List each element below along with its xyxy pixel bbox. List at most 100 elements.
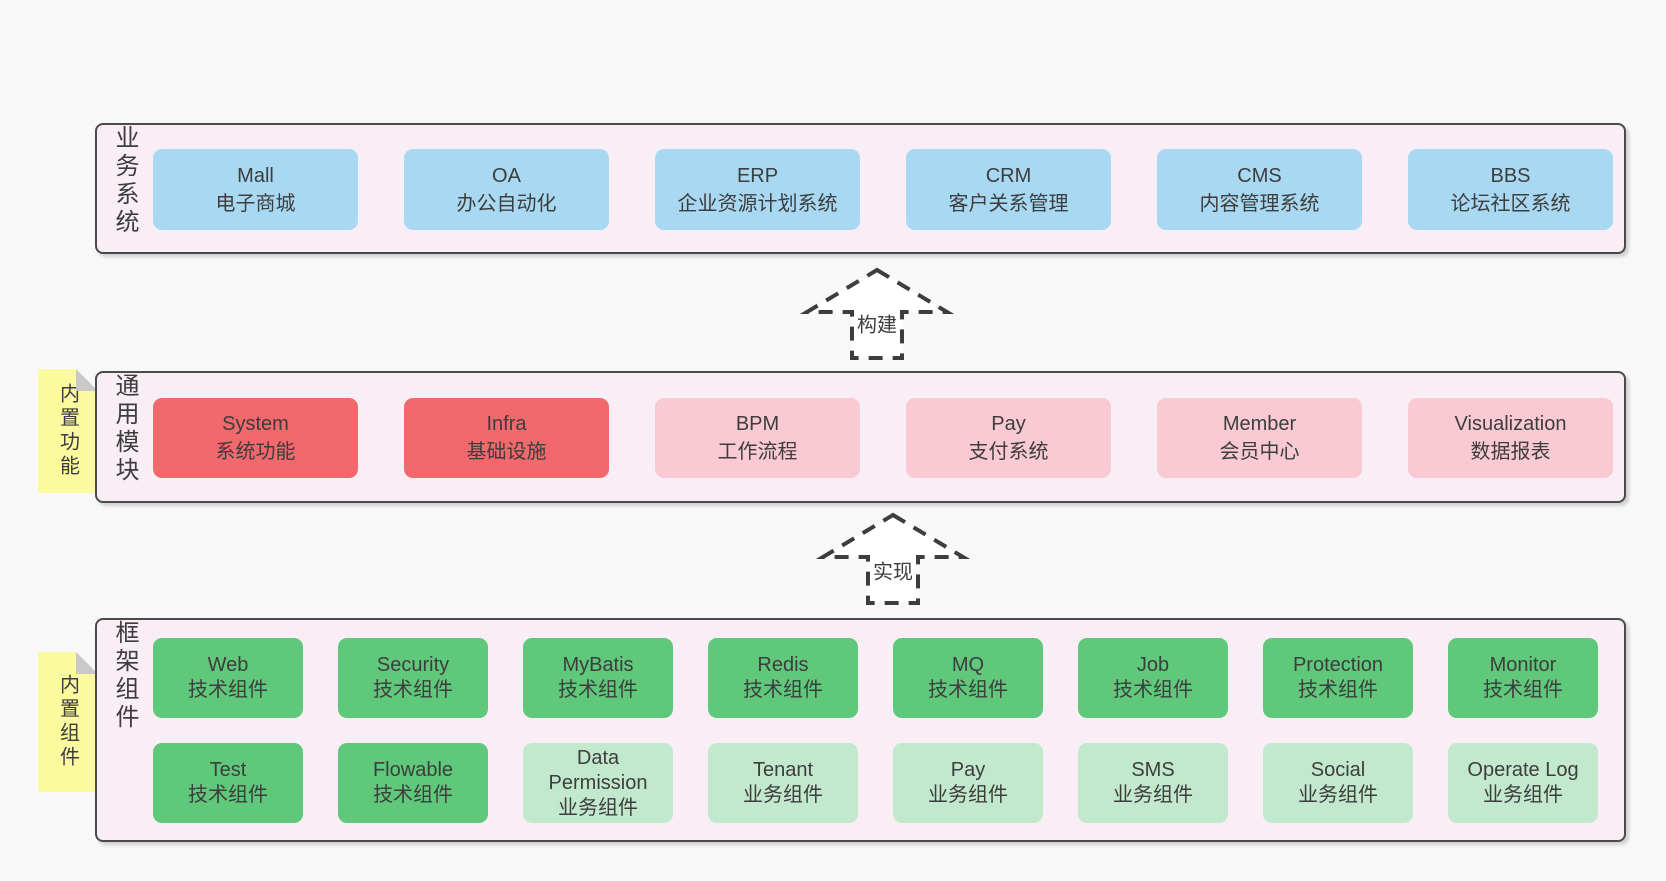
box-subtitle: 技术组件 [1483, 679, 1563, 701]
box-subtitle: 技术组件 [188, 679, 268, 701]
panel-side-label: 框架组件 [111, 620, 138, 732]
component-box-tenant: Tenant 业务组件 [708, 743, 858, 823]
box-name: Flowable [372, 759, 454, 781]
panel-business-systems: 业务系统 Mall 电子商城 OA 办公自动化 ERP 企业资源计划系统 CRM 客户关系管理… [95, 123, 1626, 254]
box-name: Test [209, 759, 247, 781]
box-subtitle: 业务组件 [1113, 784, 1193, 806]
box-name: Protection [1292, 654, 1384, 676]
box-name: Redis [757, 654, 809, 676]
box-grid: Mall 电子商城 OA 办公自动化 ERP 企业资源计划系统 CRM 客户关系管理 CMS 内容… [153, 149, 1613, 230]
box-subtitle: 技术组件 [928, 679, 1008, 701]
box-name: MQ [951, 654, 985, 676]
component-box-member: Member 会员中心 [1157, 398, 1362, 478]
box-subtitle: 企业资源计划系统 [677, 192, 838, 215]
component-box-mybatis: MyBatis 技术组件 [523, 638, 673, 718]
box-name: Social [1310, 759, 1366, 781]
box-row: System 系统功能 Infra 基础设施 BPM 工作流程 Pay 支付系统 Member 会… [153, 398, 1613, 478]
box-name: BBS [1490, 164, 1531, 187]
component-box-erp: ERP 企业资源计划系统 [655, 149, 860, 230]
box-name: OA [492, 164, 521, 187]
component-box-bbs: BBS 论坛社区系统 [1408, 149, 1613, 230]
sticky-tag-built-in-components: 内置组件 [38, 652, 98, 792]
component-box-bpm: BPM 工作流程 [655, 398, 860, 478]
arrow-label-build: 构建 [855, 308, 899, 338]
box-subtitle: 技术组件 [373, 679, 453, 701]
component-box-flowable: Flowable 技术组件 [338, 743, 488, 823]
component-box-cms: CMS 内容管理系统 [1157, 149, 1362, 230]
box-name: Pay [991, 413, 1026, 435]
box-subtitle: 技术组件 [743, 679, 823, 701]
box-subtitle: 客户关系管理 [948, 192, 1069, 215]
box-subtitle: 技术组件 [558, 679, 638, 701]
component-box-infra: Infra 基础设施 [404, 398, 609, 478]
component-box-operate-log: Operate Log 业务组件 [1448, 743, 1598, 823]
box-name: System [222, 413, 289, 435]
box-name: Infra [486, 413, 527, 435]
box-subtitle: 电子商城 [215, 192, 296, 215]
box-grid: System 系统功能 Infra 基础设施 BPM 工作流程 Pay 支付系统 Member 会… [153, 398, 1613, 478]
panel-side-label: 通用模块 [111, 373, 138, 485]
box-subtitle: 数据报表 [1470, 441, 1551, 463]
sticky-tag-built-in-features: 内置功能 [38, 369, 98, 493]
component-box-redis: Redis 技术组件 [708, 638, 858, 718]
box-subtitle: 技术组件 [1298, 679, 1378, 701]
component-box-mall: Mall 电子商城 [153, 149, 358, 230]
component-box-mq: MQ 技术组件 [893, 638, 1043, 718]
box-subtitle: 业务组件 [743, 784, 823, 806]
panel-side-label: 业务系统 [111, 125, 138, 237]
component-box-pay: Pay 业务组件 [893, 743, 1043, 823]
box-name: Data Permission [548, 746, 648, 794]
box-name: Security [376, 654, 450, 676]
box-subtitle: 技术组件 [373, 784, 453, 806]
box-name: CMS [1237, 164, 1282, 187]
component-box-job: Job 技术组件 [1078, 638, 1228, 718]
box-subtitle: 业务组件 [1483, 784, 1563, 806]
box-subtitle: 业务组件 [1298, 784, 1378, 806]
box-row: Mall 电子商城 OA 办公自动化 ERP 企业资源计划系统 CRM 客户关系管理 CMS 内容… [153, 149, 1613, 230]
sticky-tag-label: 内置功能 [56, 383, 79, 479]
box-name: Pay [950, 759, 986, 781]
sticky-tag-label: 内置组件 [56, 674, 79, 770]
box-subtitle: 业务组件 [928, 784, 1008, 806]
component-box-security: Security 技术组件 [338, 638, 488, 718]
box-subtitle: 办公自动化 [456, 192, 557, 215]
box-name: Mall [237, 164, 274, 187]
box-name: Web [207, 654, 249, 676]
arrow-label-implement: 实现 [871, 555, 915, 585]
box-subtitle: 技术组件 [188, 784, 268, 806]
box-name: Monitor [1489, 654, 1557, 676]
box-subtitle: 工作流程 [717, 441, 798, 463]
box-name: MyBatis [562, 654, 634, 676]
component-box-test: Test 技术组件 [153, 743, 303, 823]
component-box-sms: SMS 业务组件 [1078, 743, 1228, 823]
component-box-crm: CRM 客户关系管理 [906, 149, 1111, 230]
box-subtitle: 基础设施 [466, 441, 547, 463]
box-name: Job [1136, 654, 1170, 676]
box-name: Operate Log [1467, 759, 1579, 781]
component-box-web: Web 技术组件 [153, 638, 303, 718]
component-box-system: System 系统功能 [153, 398, 358, 478]
box-name: BPM [735, 413, 780, 435]
box-subtitle: 论坛社区系统 [1450, 192, 1571, 215]
component-box-monitor: Monitor 技术组件 [1448, 638, 1598, 718]
component-box-oa: OA 办公自动化 [404, 149, 609, 230]
box-subtitle: 业务组件 [558, 796, 638, 819]
box-name: ERP [736, 164, 779, 187]
panel-common-modules: 通用模块 System 系统功能 Infra 基础设施 BPM 工作流程 Pay 支付系统 Me… [95, 371, 1626, 503]
box-subtitle: 系统功能 [215, 441, 296, 463]
box-name: Tenant [752, 759, 814, 781]
box-subtitle: 内容管理系统 [1199, 192, 1320, 215]
box-subtitle: 支付系统 [968, 441, 1049, 463]
box-name: SMS [1131, 759, 1175, 781]
component-box-social: Social 业务组件 [1263, 743, 1413, 823]
component-box-protection: Protection 技术组件 [1263, 638, 1413, 718]
box-name: CRM [985, 164, 1032, 187]
box-subtitle: 会员中心 [1219, 441, 1300, 463]
box-subtitle: 技术组件 [1113, 679, 1193, 701]
box-name: Member [1222, 413, 1297, 435]
